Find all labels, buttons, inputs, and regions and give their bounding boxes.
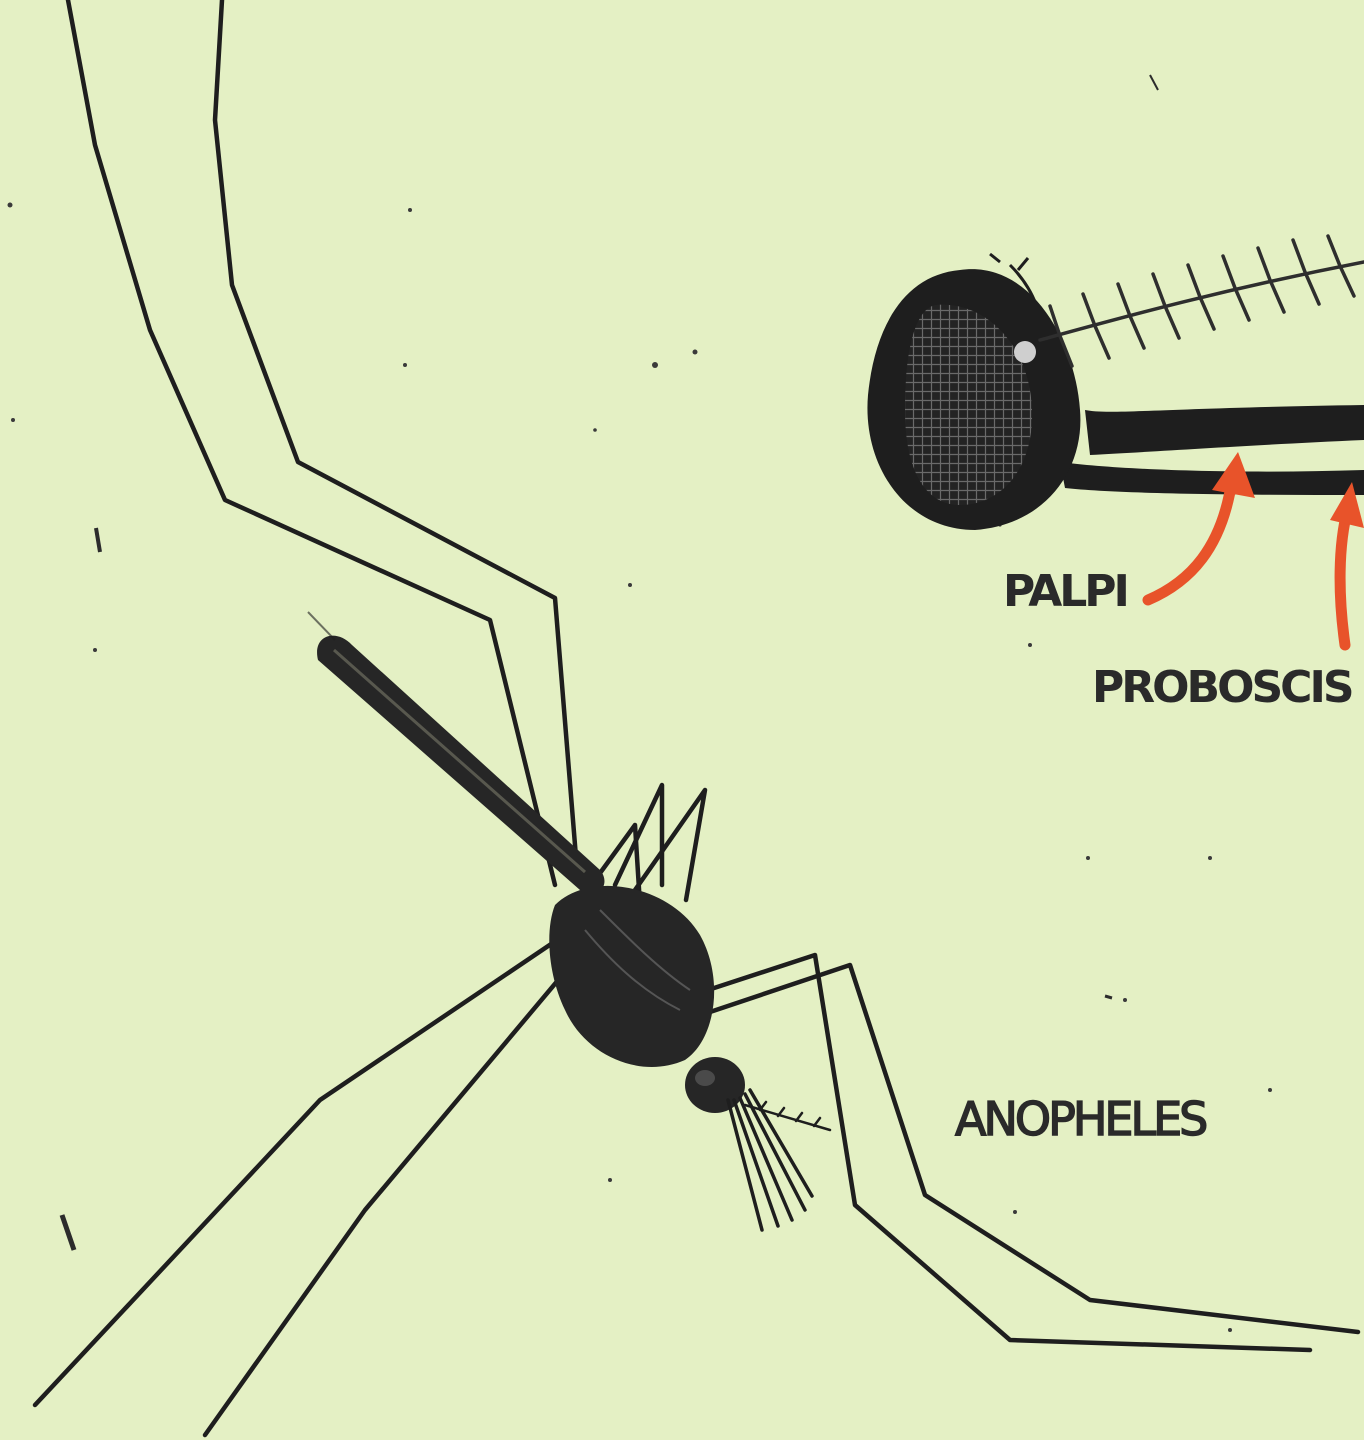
mosquito-mouthparts xyxy=(728,1090,830,1230)
proboscis-arrow xyxy=(1340,508,1348,645)
palpi-arrow xyxy=(1148,480,1232,600)
feathery-antenna xyxy=(1040,236,1364,366)
anopheles-label: ANOPHELES xyxy=(955,1092,1205,1146)
mosquito-legs xyxy=(35,0,1358,1435)
mosquito-thorax xyxy=(549,886,714,1067)
head-closeup xyxy=(867,254,1364,530)
pointer-arrows xyxy=(1148,480,1348,645)
palpi-label: PALPI xyxy=(1003,566,1127,617)
proboscis-label: PROBOSCIS xyxy=(1092,662,1352,713)
